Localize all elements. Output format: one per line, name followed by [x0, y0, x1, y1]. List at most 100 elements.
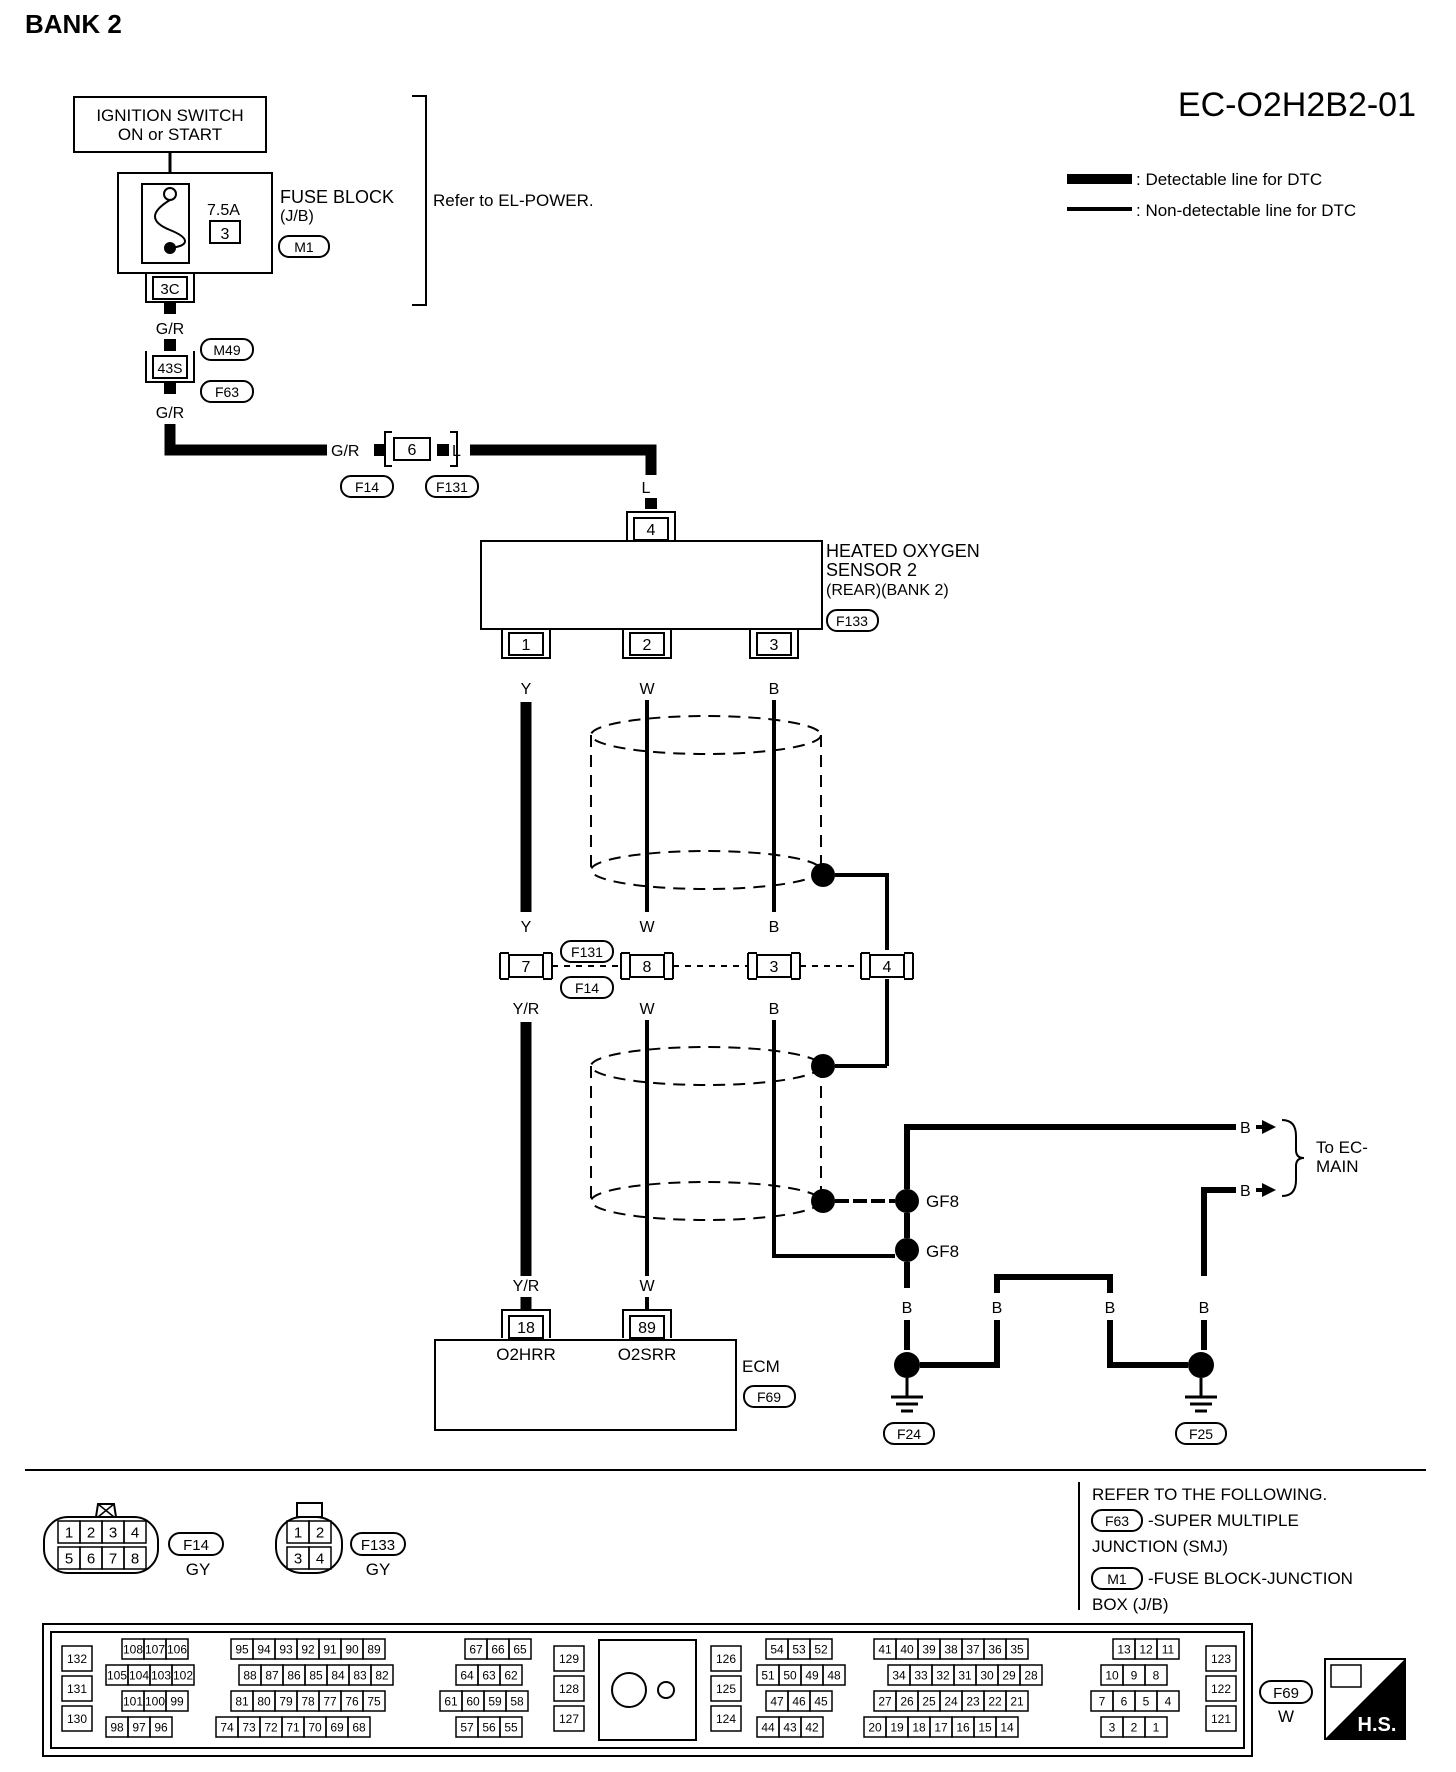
- pin-number: 3: [1109, 1720, 1116, 1734]
- svg-text:2: 2: [643, 637, 652, 654]
- pin-number: 8: [131, 1550, 139, 1567]
- ecm-terminal-o2hrr: O2HRR: [496, 1345, 556, 1364]
- pin-number: 102: [173, 1668, 193, 1682]
- ignition-switch-label: IGNITION SWITCH: [96, 106, 243, 125]
- f69-view-id: F69: [1273, 1685, 1299, 1702]
- pin-number: 71: [286, 1720, 300, 1734]
- wire-color-b-1: B: [769, 681, 780, 698]
- wire-color-l-1: L: [452, 443, 461, 460]
- pin-cell: [165, 1638, 189, 1660]
- f69-color: W: [1278, 1707, 1294, 1726]
- wire-color-gr-1: G/R: [156, 321, 184, 338]
- pin-number: 55: [504, 1720, 518, 1734]
- pin-number: 45: [814, 1694, 828, 1708]
- hs-badge-text: H.S.: [1358, 1714, 1397, 1736]
- connector-f69: F69: [757, 1389, 781, 1405]
- sensor-pin-2: 2: [622, 629, 672, 659]
- pin-cell: [308, 1546, 332, 1570]
- svg-text:3: 3: [770, 959, 779, 976]
- refer-f63-id: F63: [1105, 1513, 1129, 1529]
- pin-number: 9: [1131, 1668, 1138, 1682]
- fuse-rating: 7.5A: [207, 202, 240, 219]
- pin-number: 2: [1131, 1720, 1138, 1734]
- refer-f63-desc: -SUPER MULTIPLE: [1148, 1511, 1299, 1530]
- pin-number: 99: [170, 1694, 184, 1708]
- pin-number: 5: [65, 1550, 73, 1567]
- pin-number: 95: [235, 1642, 249, 1656]
- fuse-number: 3: [221, 226, 230, 243]
- wire-color-b-8: B: [1105, 1300, 1116, 1317]
- pin-number: 28: [1024, 1668, 1038, 1682]
- pin-cell: [710, 1705, 742, 1732]
- refer-m1-desc2: BOX (J/B): [1092, 1595, 1169, 1614]
- ecm-terminal-o2srr: O2SRR: [618, 1345, 677, 1364]
- pin-number: 43: [783, 1720, 797, 1734]
- pin-number: 49: [805, 1668, 819, 1682]
- wire-color-b-3: B: [769, 1001, 780, 1018]
- f133-view-id: F133: [361, 1537, 395, 1554]
- pin-cell: [1005, 1638, 1029, 1660]
- pin-number: 91: [323, 1642, 337, 1656]
- wire-color-w-2: W: [639, 919, 655, 936]
- svg-text:18: 18: [517, 1320, 535, 1337]
- f14-color: GY: [186, 1560, 211, 1579]
- sensor-pin-3: 3: [749, 629, 799, 659]
- pin-number: 81: [235, 1694, 249, 1708]
- pin-number: 52: [814, 1642, 828, 1656]
- pin-number: 69: [330, 1720, 344, 1734]
- wire-color-b-4: B: [1240, 1120, 1251, 1137]
- refer-m1-id: M1: [1107, 1571, 1127, 1587]
- connector-f63: F63: [215, 384, 239, 400]
- pin-number: 128: [559, 1682, 579, 1696]
- pin-number: 19: [890, 1720, 904, 1734]
- legend-thick-line: [1067, 174, 1132, 184]
- wire-color-yr-1: Y/R: [513, 1001, 540, 1018]
- legend: : Detectable line for DTC : Non-detectab…: [1067, 170, 1356, 220]
- pin-cell: [995, 1716, 1019, 1738]
- bank-title: BANK 2: [25, 9, 122, 39]
- pin-number: 100: [145, 1694, 165, 1708]
- upper-shield: [590, 715, 822, 890]
- pin-number: 131: [67, 1682, 87, 1696]
- svg-text:8: 8: [643, 959, 652, 976]
- pin-cell: [370, 1664, 394, 1686]
- wire-color-b-6: B: [902, 1300, 913, 1317]
- pin-number: 76: [345, 1694, 359, 1708]
- refer-title: REFER TO THE FOLLOWING.: [1092, 1485, 1327, 1504]
- pin-number: 97: [132, 1720, 146, 1734]
- pin-number: 92: [301, 1642, 315, 1656]
- pin-number: 89: [367, 1642, 381, 1656]
- pin-cell: [1005, 1690, 1029, 1712]
- pin-number: 34: [892, 1668, 906, 1682]
- ecm-pin-18: 18: [501, 1309, 551, 1339]
- pin-cell: [1205, 1705, 1237, 1732]
- pin-number: 126: [716, 1652, 736, 1666]
- pin-number: 4: [131, 1524, 139, 1541]
- joint-pin-4: 4: [860, 952, 914, 980]
- pin-cell: [1156, 1690, 1180, 1712]
- pin-cell: [61, 1675, 93, 1702]
- pin-number: 105: [107, 1668, 127, 1682]
- sensor-name-line2: SENSOR 2: [826, 560, 917, 580]
- ecm-label: ECM: [742, 1357, 780, 1376]
- wire-color-w-4: W: [639, 1278, 655, 1295]
- wire-color-gr-2: G/R: [156, 405, 184, 422]
- fuse-block-jb: (J/B): [280, 208, 314, 225]
- pin-number: 7: [109, 1550, 117, 1567]
- pin-number: 129: [559, 1652, 579, 1666]
- wire-color-y-2: Y: [521, 919, 532, 936]
- connector-f133: F133: [836, 613, 868, 629]
- pin-number: 11: [1162, 1642, 1175, 1656]
- svg-text:1: 1: [522, 637, 531, 654]
- fuse-block-connector-id: M1: [294, 239, 314, 255]
- pin-number: 54: [770, 1642, 784, 1656]
- pin-number: 132: [67, 1652, 87, 1666]
- pin-number: 41: [878, 1642, 892, 1656]
- refer-el-power: Refer to EL-POWER.: [433, 191, 594, 210]
- pin-cell: [822, 1664, 846, 1686]
- pin-cell: [61, 1645, 93, 1672]
- sensor-name-line3: (REAR)(BANK 2): [826, 582, 949, 599]
- legend-detectable-text: : Detectable line for DTC: [1136, 170, 1322, 189]
